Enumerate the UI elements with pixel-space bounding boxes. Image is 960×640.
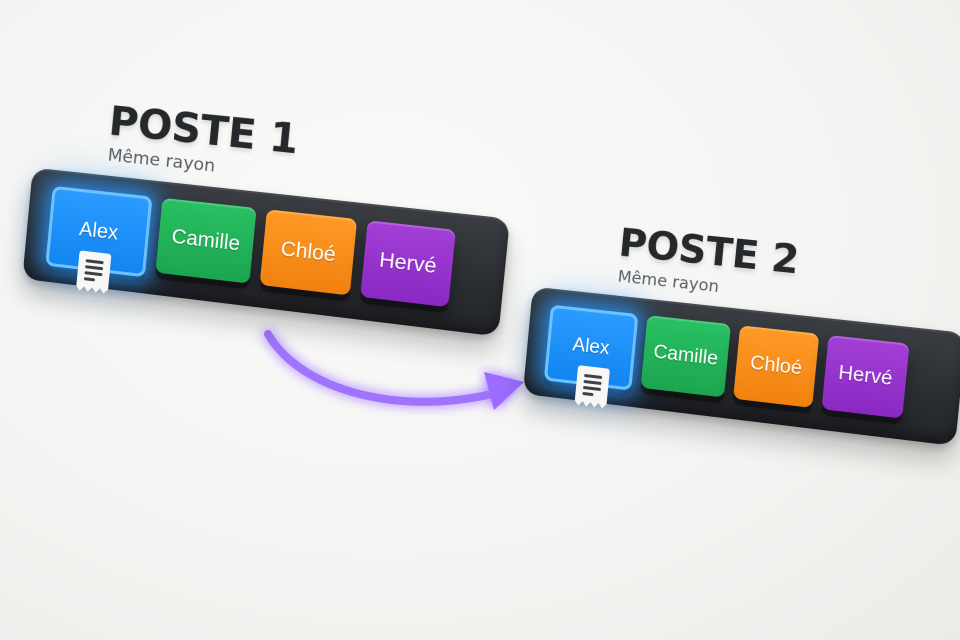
cashier-tile-camille[interactable]: Camille	[155, 198, 256, 284]
cashier-name: Hervé	[378, 248, 438, 278]
cashier-name: Chloé	[280, 237, 337, 267]
cashier-tile-herve[interactable]: Hervé	[360, 220, 456, 307]
cashier-name: Camille	[652, 341, 719, 371]
cashier-name: Alex	[572, 334, 611, 360]
station-1: POSTE 1 Même rayon Alex Camille Chloé He…	[22, 92, 518, 337]
cashier-tile-chloe[interactable]: Chloé	[733, 325, 819, 408]
station-2: POSTE 2 Même rayon Alex Camille Chloé He…	[523, 212, 960, 446]
cashier-tile-camille[interactable]: Camille	[641, 315, 731, 397]
receipt-icon	[76, 250, 112, 294]
cashier-name: Hervé	[837, 362, 893, 391]
cashier-tile-herve[interactable]: Hervé	[821, 335, 909, 419]
cashier-tile-alex[interactable]: Alex	[544, 305, 639, 391]
cashier-tile-alex[interactable]: Alex	[45, 186, 152, 277]
cashier-name: Chloé	[749, 352, 803, 380]
cashier-name: Camille	[171, 225, 241, 256]
receipt-icon	[574, 365, 610, 409]
cashier-name: Alex	[78, 218, 119, 245]
cashier-tile-chloe[interactable]: Chloé	[260, 209, 358, 295]
